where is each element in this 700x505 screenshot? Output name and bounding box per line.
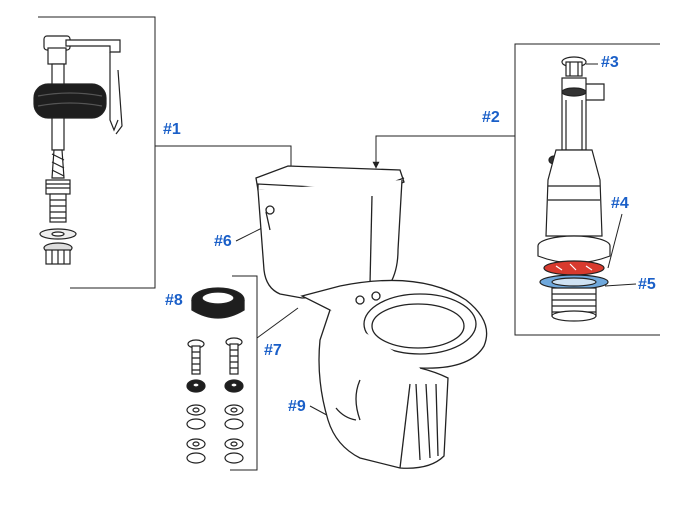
fill-valve-part [33, 35, 123, 265]
label-tank-bolts: #7 [264, 342, 282, 359]
flush-valve-part [537, 56, 611, 322]
fill-valve-leader [155, 145, 295, 173]
trip-lever-leader [235, 227, 263, 242]
seal-leader [607, 213, 623, 269]
label-flush-valve-cap: #3 [601, 54, 619, 71]
tank-bolts-part [186, 337, 244, 464]
toilet-tank [255, 165, 405, 299]
label-wax-ring: #8 [165, 292, 183, 309]
label-flush-valve: #2 [482, 109, 500, 126]
label-flush-valve-seal: #4 [611, 195, 629, 212]
label-flush-valve-washer: #5 [638, 276, 656, 293]
washer-leader [604, 283, 637, 287]
label-fill-valve: #1 [163, 121, 181, 138]
tank-bolts-bracket [230, 275, 258, 471]
label-trip-lever: #6 [214, 233, 232, 250]
wax-ring-part [191, 287, 245, 319]
label-toilet-bowl: #9 [288, 398, 306, 415]
tank-bolts-leader [256, 307, 299, 339]
toilet-bowl-part [300, 279, 488, 469]
flush-valve-leader [372, 135, 515, 169]
callout-lines [38, 16, 660, 471]
fill-valve-bracket [38, 16, 156, 289]
flush-valve-bracket [514, 43, 660, 336]
